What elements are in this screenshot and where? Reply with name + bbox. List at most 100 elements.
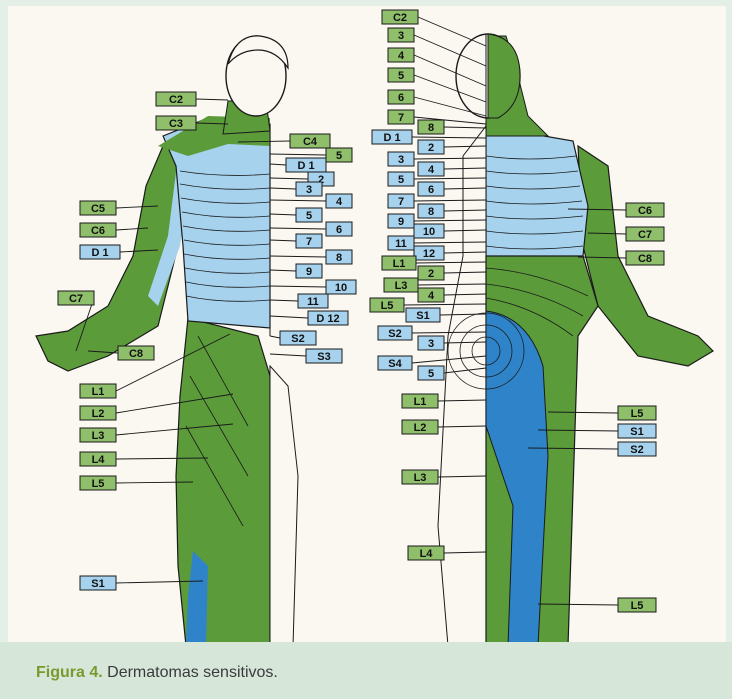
- label-text: S3: [317, 351, 330, 363]
- dermatome-label-l3: L3: [402, 470, 438, 484]
- dermatome-label-6: 6: [326, 222, 352, 236]
- dermatome-label-l4: L4: [80, 452, 116, 466]
- dermatome-label-c5: C5: [80, 201, 116, 215]
- label-text: S2: [630, 444, 643, 456]
- label-text: 3: [306, 184, 312, 196]
- label-text: C8: [129, 348, 143, 360]
- figure-caption: Figura 4. Dermatomas sensitivos.: [0, 642, 732, 699]
- dermatome-label-8: 8: [326, 250, 352, 264]
- dermatome-label-2: 2: [418, 266, 444, 280]
- label-text: L1: [414, 396, 427, 408]
- label-leader-line: [270, 154, 326, 155]
- label-text: L1: [92, 386, 105, 398]
- label-text: 5: [306, 210, 312, 222]
- label-text: 5: [428, 368, 434, 380]
- label-text: C8: [638, 253, 652, 265]
- label-leader-line: [270, 214, 296, 215]
- label-text: C5: [91, 203, 105, 215]
- dermatome-label-l5: L5: [80, 476, 116, 490]
- dermatome-label-s2: S2: [280, 331, 316, 345]
- label-text: 4: [428, 164, 435, 176]
- label-text: L3: [414, 472, 427, 484]
- dermatome-label-c8: C8: [118, 346, 154, 360]
- dermatome-diagram: C2C3C45D 1234567891011D 12S2S3C5C6D 1C7C…: [8, 6, 726, 642]
- label-text: 9: [398, 216, 404, 228]
- dermatome-label-c6: C6: [80, 223, 116, 237]
- label-text: D 1: [383, 132, 400, 144]
- label-text: D 1: [297, 160, 314, 172]
- dermatome-label-4: 4: [418, 288, 444, 302]
- dermatome-label-4: 4: [418, 162, 444, 176]
- dermatome-label-7: 7: [388, 110, 414, 124]
- back-torso-upper: [486, 126, 588, 261]
- label-text: 8: [428, 122, 434, 134]
- dermatome-label-8: 8: [418, 120, 444, 134]
- label-leader-line: [196, 99, 228, 100]
- dermatome-label-l1: L1: [80, 384, 116, 398]
- label-text: S4: [388, 358, 402, 370]
- caption-description: Dermatomas sensitivos.: [103, 664, 278, 681]
- label-leader-line: [270, 270, 296, 271]
- label-text: L3: [92, 430, 105, 442]
- dermatome-label-5: 5: [418, 366, 444, 380]
- dermatome-label-c6: C6: [626, 203, 664, 217]
- dermatome-label-9: 9: [388, 214, 414, 228]
- label-text: 8: [336, 252, 342, 264]
- dermatome-label-d1: D 1: [286, 158, 326, 172]
- label-text: C2: [393, 12, 407, 24]
- dermatome-label-s2: S2: [378, 326, 412, 340]
- dermatome-label-c8: C8: [626, 251, 664, 265]
- label-text: C7: [69, 293, 83, 305]
- dermatome-label-3: 3: [296, 182, 322, 196]
- dermatome-label-12: 12: [414, 246, 444, 260]
- dermatome-label-6: 6: [388, 90, 414, 104]
- dermatome-label-l3: L3: [80, 428, 116, 442]
- label-text: 11: [395, 238, 407, 250]
- dermatome-label-3: 3: [388, 152, 414, 166]
- dermatome-label-3: 3: [418, 336, 444, 350]
- label-text: C7: [638, 229, 652, 241]
- dermatome-label-c4: C4: [290, 134, 330, 148]
- label-text: 9: [306, 266, 312, 278]
- label-leader-line: [270, 300, 298, 301]
- dermatome-label-9: 9: [296, 264, 322, 278]
- label-text: L5: [92, 478, 105, 490]
- label-leader-line: [270, 256, 326, 257]
- dermatome-label-d12: D 12: [308, 311, 348, 325]
- label-text: 2: [428, 268, 434, 280]
- label-leader-line: [418, 17, 486, 46]
- label-text: L4: [92, 454, 106, 466]
- dermatome-label-4: 4: [326, 194, 352, 208]
- label-text: D 1: [91, 247, 108, 259]
- front-inner-legs: [270, 366, 298, 642]
- label-leader-line: [270, 164, 286, 165]
- dermatome-label-l5: L5: [618, 406, 656, 420]
- label-text: 4: [336, 196, 343, 208]
- dermatome-label-l3: L3: [384, 278, 418, 292]
- label-text: 10: [335, 282, 347, 294]
- label-text: L5: [631, 408, 644, 420]
- label-text: 8: [428, 206, 434, 218]
- caption-figure-number: Figura 4.: [36, 664, 103, 681]
- label-text: 10: [423, 226, 435, 238]
- label-text: 12: [423, 248, 435, 260]
- label-text: L2: [414, 422, 427, 434]
- label-text: L3: [395, 280, 408, 292]
- back-figure: [438, 34, 713, 642]
- dermatome-label-4: 4: [388, 48, 414, 62]
- label-text: 6: [398, 92, 404, 104]
- label-text: 7: [398, 196, 404, 208]
- label-text: 5: [398, 174, 404, 186]
- dermatome-label-l1: L1: [382, 256, 416, 270]
- dermatome-label-11: 11: [298, 294, 328, 308]
- dermatome-label-c7: C7: [626, 227, 664, 241]
- label-text: 11: [307, 296, 319, 308]
- dermatome-label-s3: S3: [306, 349, 342, 363]
- label-text: 6: [428, 184, 434, 196]
- label-leader-line: [270, 316, 308, 318]
- label-leader-line: [270, 354, 306, 356]
- label-leader-line: [270, 228, 326, 229]
- label-text: S2: [388, 328, 401, 340]
- label-text: L1: [393, 258, 406, 270]
- dermatome-label-l5: L5: [618, 598, 656, 612]
